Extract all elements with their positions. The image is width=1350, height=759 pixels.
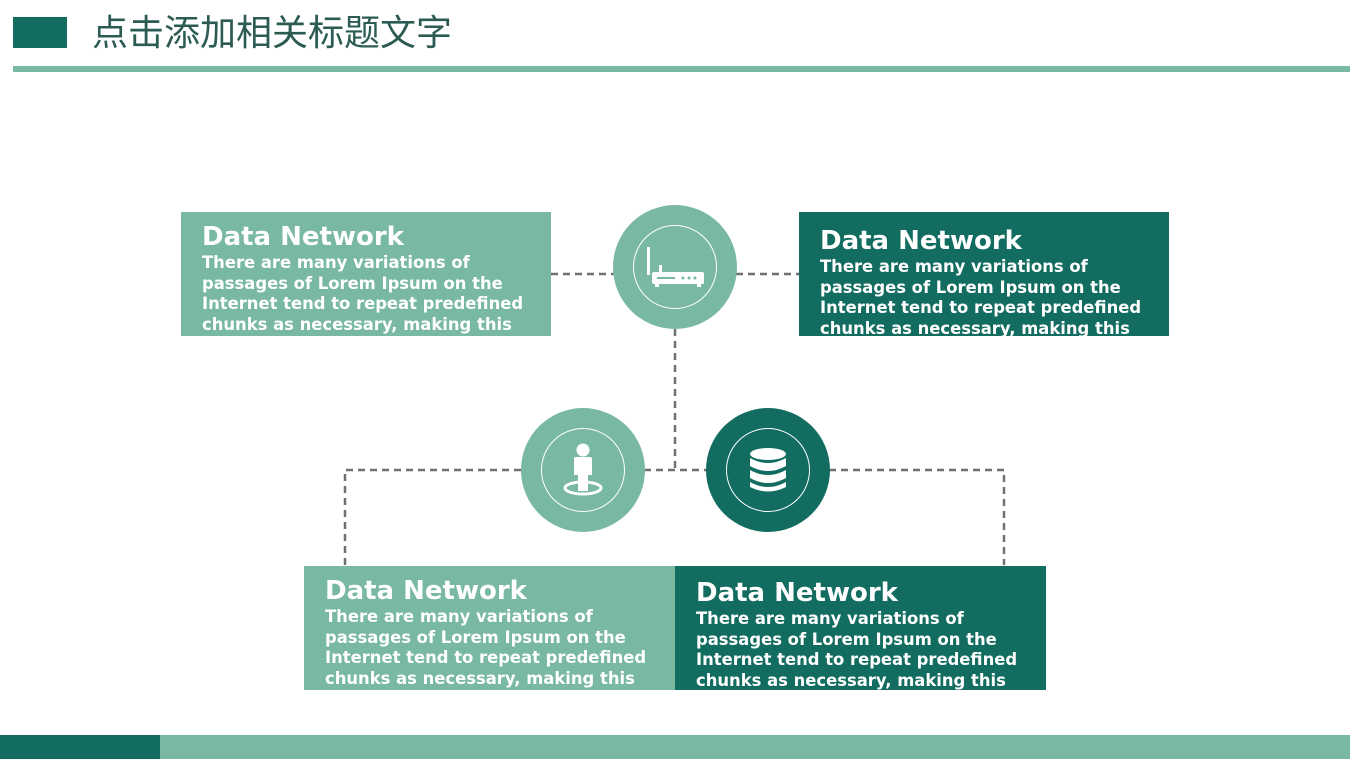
card-body: There are many variations of passages of… xyxy=(202,253,524,335)
router-icon xyxy=(647,247,704,287)
person-circle[interactable] xyxy=(521,408,645,532)
card-body: There are many variations of passages of… xyxy=(820,257,1142,336)
database-circle[interactable] xyxy=(706,408,830,532)
footer-accent-dark xyxy=(0,735,160,759)
person-icon xyxy=(563,443,603,496)
card-top-right[interactable]: Data Network There are many variations o… xyxy=(799,212,1169,336)
connector-bottom-right xyxy=(829,468,1006,565)
footer-accent-light xyxy=(160,735,1350,759)
connector-bottom-left xyxy=(343,468,521,565)
circle-ring xyxy=(541,428,625,512)
card-body: There are many variations of passages of… xyxy=(696,609,1018,690)
circle-ring xyxy=(633,225,717,309)
header-accent-block xyxy=(13,17,67,48)
router-circle[interactable] xyxy=(613,205,737,329)
header-divider xyxy=(13,66,1350,72)
card-title: Data Network xyxy=(325,576,527,606)
card-title: Data Network xyxy=(202,222,404,252)
circle-ring xyxy=(726,428,810,512)
page-title[interactable]: 点击添加相关标题文字 xyxy=(92,13,453,54)
card-body: There are many variations of passages of… xyxy=(325,607,647,689)
database-icon xyxy=(750,448,786,492)
card-bottom-left[interactable]: Data Network There are many variations o… xyxy=(304,566,675,690)
card-title: Data Network xyxy=(820,226,1022,256)
card-top-left[interactable]: Data Network There are many variations o… xyxy=(181,212,551,336)
card-title: Data Network xyxy=(696,578,898,608)
card-bottom-right[interactable]: Data Network There are many variations o… xyxy=(675,566,1046,690)
